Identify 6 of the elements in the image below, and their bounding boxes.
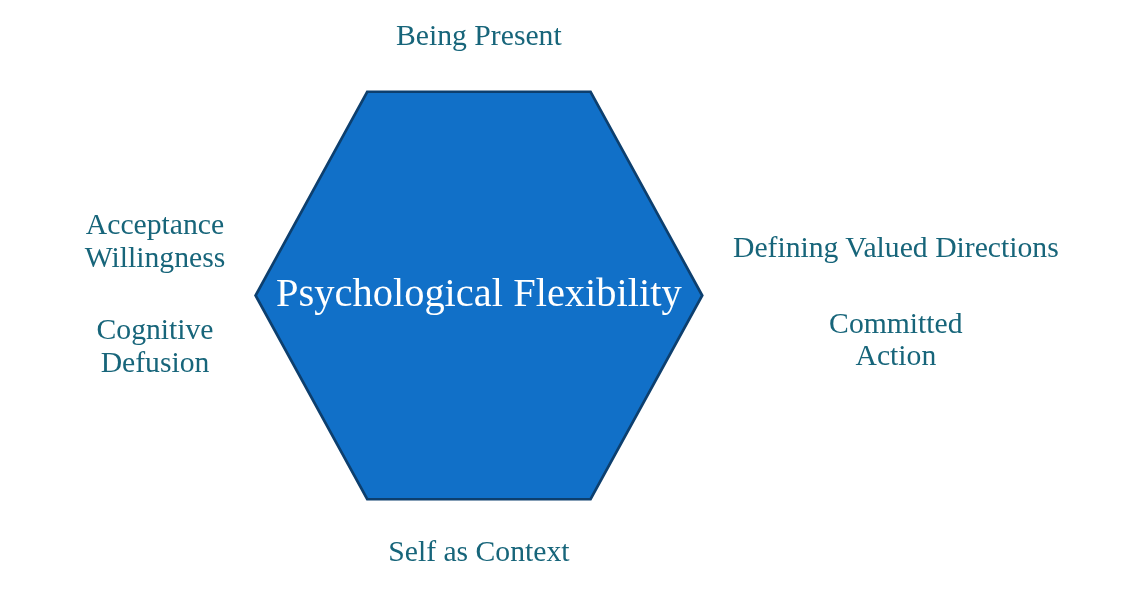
label: Self as Context bbox=[387, 534, 570, 567]
label: Acceptance Willingness bbox=[84, 208, 225, 273]
label: Committed Action bbox=[828, 306, 963, 372]
label: Being Present bbox=[395, 19, 562, 52]
label: Defining Valued Directions bbox=[732, 231, 1059, 264]
label: Cognitive Defusion bbox=[96, 313, 214, 378]
